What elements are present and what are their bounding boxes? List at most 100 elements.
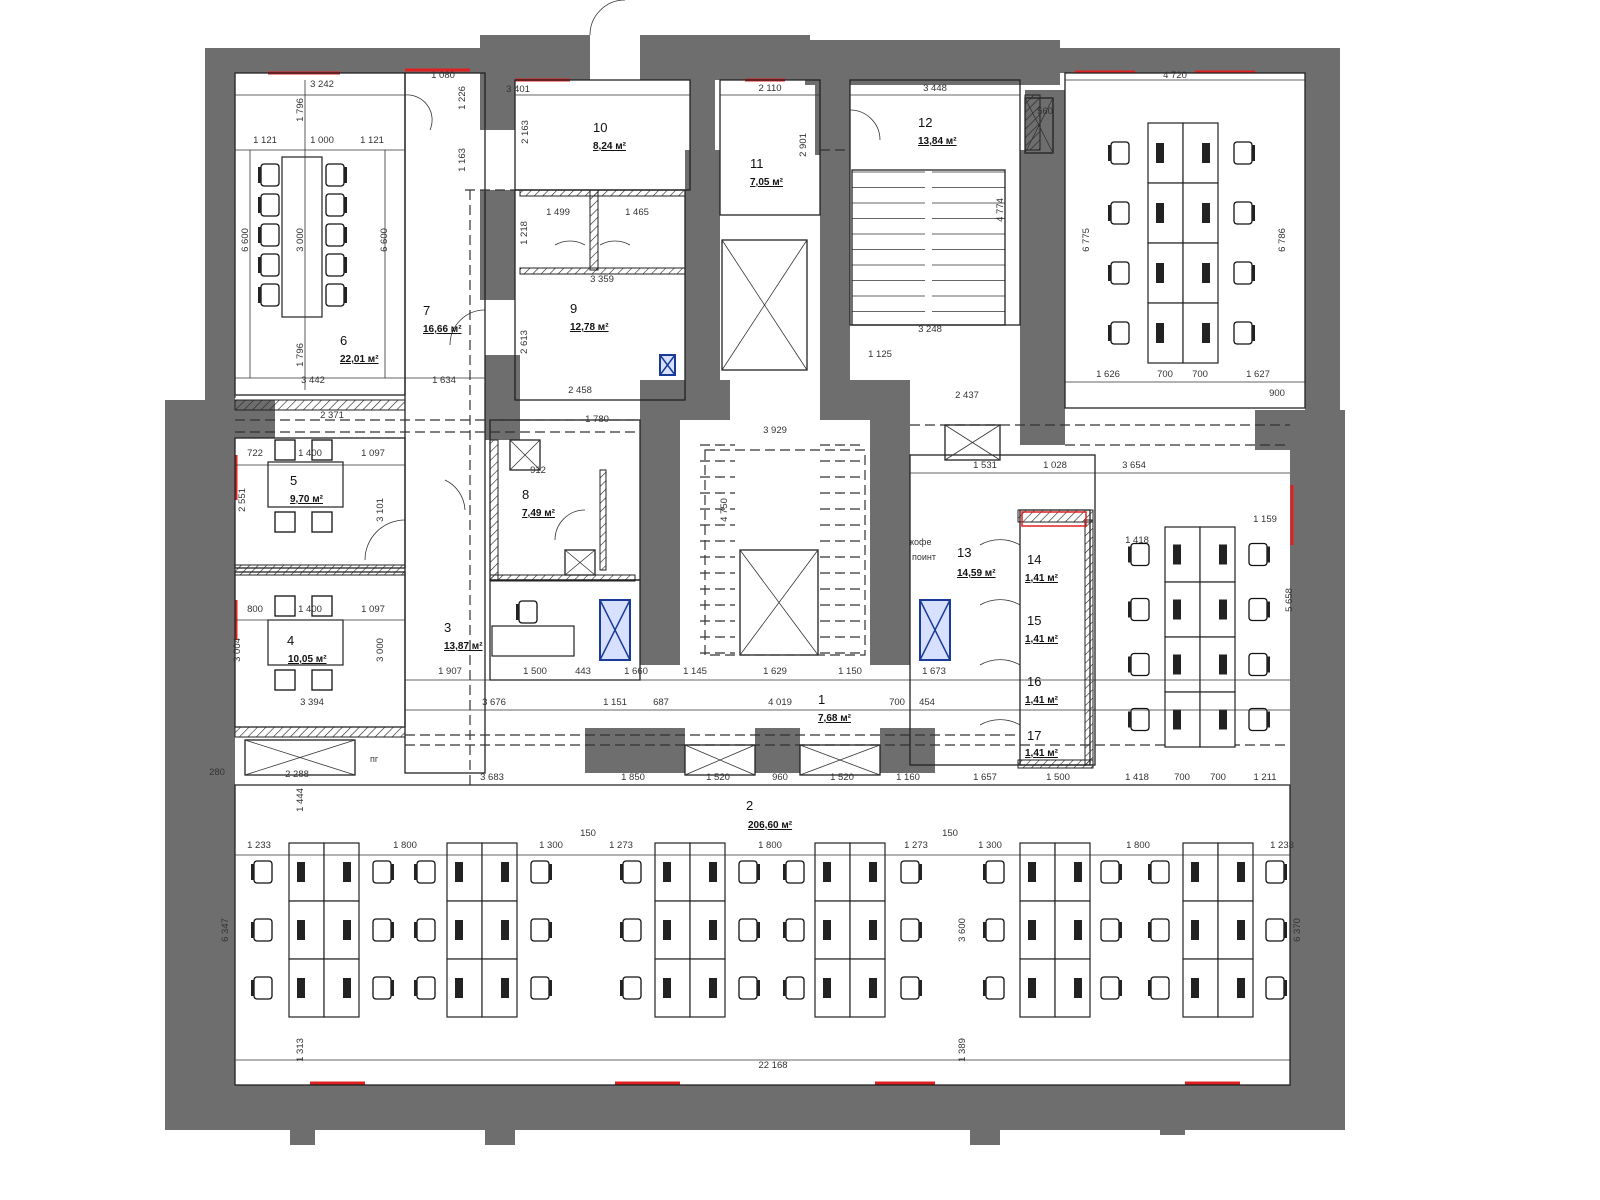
chair-back xyxy=(1252,325,1255,341)
chair-back xyxy=(1284,980,1287,996)
desk xyxy=(1182,958,1219,1018)
chair-back xyxy=(1267,601,1270,618)
monitor xyxy=(343,920,351,940)
desk xyxy=(446,958,483,1018)
chair-back xyxy=(1267,546,1270,563)
dimension-label: 1 121 xyxy=(360,135,384,146)
dimension-label: 4 774 xyxy=(995,198,1006,222)
desk xyxy=(1147,122,1184,184)
shaft xyxy=(944,424,1001,461)
ventilation-shaft-cross xyxy=(599,599,631,661)
monitor xyxy=(1156,203,1164,223)
dimension-label: 1 634 xyxy=(432,375,456,386)
chair-back xyxy=(549,864,552,880)
room-outline xyxy=(909,454,1096,766)
chair xyxy=(1100,918,1120,942)
chair-back xyxy=(620,864,623,880)
hatched-partition xyxy=(1017,759,1094,769)
desk xyxy=(1054,842,1091,902)
chair-back xyxy=(1108,145,1111,161)
desk xyxy=(814,900,851,960)
dimension-label: 3 000 xyxy=(295,228,306,252)
dimension-label: 1 780 xyxy=(585,414,609,425)
dimension-label: 700 xyxy=(1174,772,1190,783)
chair-back xyxy=(1119,980,1122,996)
desk xyxy=(1217,900,1254,960)
chair-back xyxy=(1108,325,1111,341)
monitor xyxy=(501,920,509,940)
hatched-partition xyxy=(234,726,406,738)
room-1: 17,68 м² xyxy=(818,692,852,724)
room-number: 3 xyxy=(444,620,451,635)
desk xyxy=(1182,242,1219,304)
desk xyxy=(849,842,886,902)
room-area: 7,49 м² xyxy=(522,508,556,519)
monitor xyxy=(709,862,717,882)
dimension-label: 900 xyxy=(1269,388,1285,399)
chair xyxy=(622,860,642,884)
chair xyxy=(325,193,345,217)
room-area: 12,78 м² xyxy=(570,322,609,333)
wall xyxy=(480,35,590,80)
desk xyxy=(1182,842,1219,902)
dimension-label: 1 160 xyxy=(896,772,920,783)
dimension-label: 2 458 xyxy=(568,385,592,396)
dimension-label: 1 499 xyxy=(546,207,570,218)
chair-back xyxy=(1148,864,1151,880)
chair xyxy=(274,511,296,533)
chair-back xyxy=(258,227,261,243)
monitor xyxy=(1219,709,1227,730)
desk xyxy=(1217,958,1254,1018)
wall xyxy=(690,80,715,155)
chair-back xyxy=(1267,656,1270,673)
chair-back xyxy=(258,167,261,183)
dimension-label: 454 xyxy=(919,697,935,708)
desk xyxy=(849,958,886,1018)
room-number: 13 xyxy=(957,545,971,560)
chair-back xyxy=(919,922,922,938)
monitor xyxy=(663,978,671,998)
monitor xyxy=(343,978,351,998)
door-swing xyxy=(979,539,1021,546)
desk xyxy=(689,900,726,960)
desk xyxy=(814,842,851,902)
chair xyxy=(530,918,550,942)
monitor xyxy=(663,862,671,882)
monitor xyxy=(823,978,831,998)
dimension-label: 1 218 xyxy=(519,221,530,245)
dimension-label: 1 531 xyxy=(973,460,997,471)
chair xyxy=(738,918,758,942)
chair xyxy=(274,439,296,461)
room-number: 10 xyxy=(593,120,607,135)
monitor xyxy=(1202,203,1210,223)
chair xyxy=(325,253,345,277)
shaft xyxy=(509,439,541,471)
chair xyxy=(900,976,920,1000)
staircase xyxy=(851,169,1006,326)
dimension-label: 1 796 xyxy=(295,98,306,122)
shaft-cross xyxy=(244,739,356,776)
monitor xyxy=(1028,978,1036,998)
monitor xyxy=(709,920,717,940)
desk xyxy=(1164,691,1201,748)
chair xyxy=(1233,261,1253,285)
chair xyxy=(518,600,538,624)
chair xyxy=(416,860,436,884)
chair xyxy=(416,918,436,942)
monitor xyxy=(1202,143,1210,163)
desk xyxy=(288,958,325,1018)
hatched-partition xyxy=(589,189,599,271)
chair-back xyxy=(1119,864,1122,880)
desk xyxy=(446,842,483,902)
chair-back xyxy=(1284,922,1287,938)
chair xyxy=(738,860,758,884)
chair xyxy=(1150,976,1170,1000)
chair-back xyxy=(516,604,519,620)
monitor xyxy=(1191,920,1199,940)
room-10: 108,24 м² xyxy=(593,120,627,152)
dimension-label: 3 000 xyxy=(375,638,386,662)
door-swing xyxy=(979,719,1021,726)
chair xyxy=(1110,321,1130,345)
desk xyxy=(1199,636,1236,693)
chair-back xyxy=(251,980,254,996)
